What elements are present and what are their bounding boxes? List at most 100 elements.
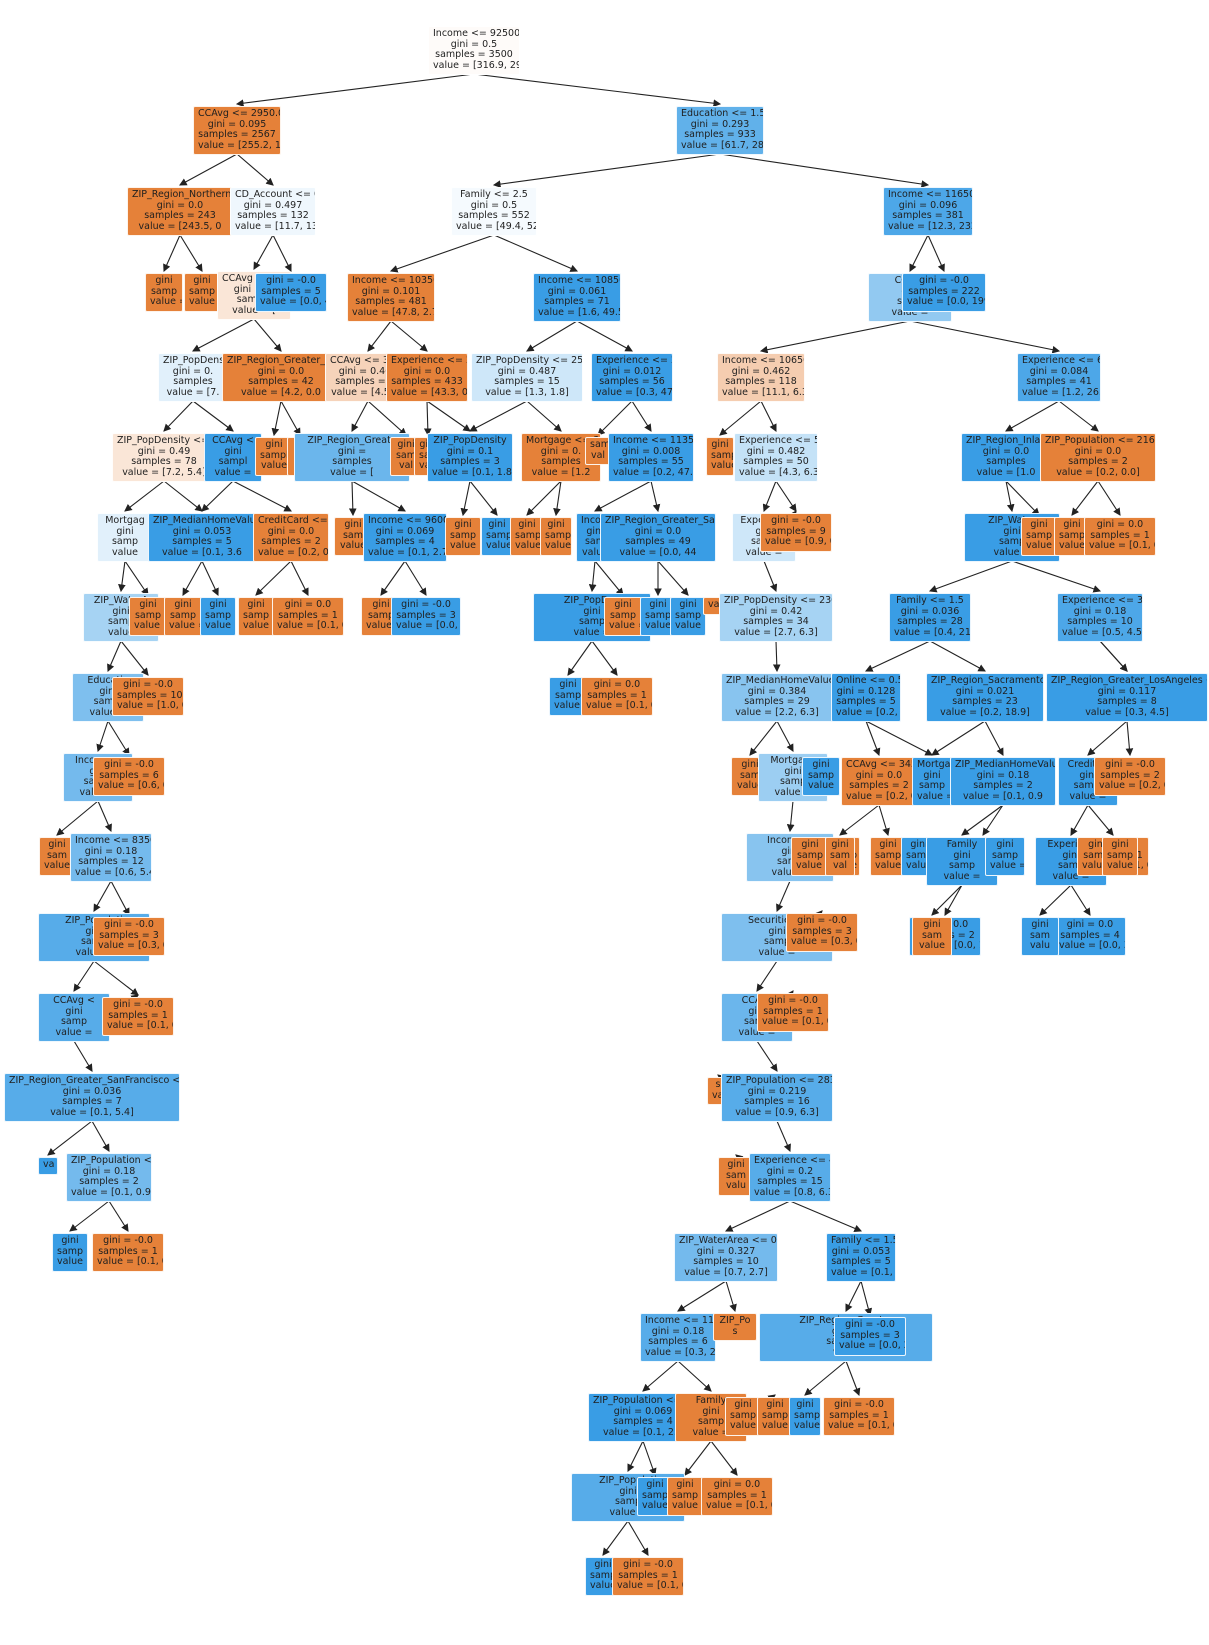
tree-edge (759, 320, 911, 354)
node-line: samples = 222 (908, 285, 980, 297)
node-line: samples = 3500 (435, 49, 513, 60)
node-line: gini (646, 1479, 664, 1490)
tree-edge (927, 234, 945, 273)
tree-edge (492, 153, 721, 188)
node-line: gini (193, 275, 211, 286)
node-line: gini (812, 759, 830, 770)
tree-edge (772, 640, 781, 673)
node-line: samples = 1 (618, 1569, 678, 1581)
node-line: s (732, 1325, 738, 1337)
node-line: value = [4.5, 2. (331, 386, 405, 398)
node-line: samples = 16 (744, 1096, 810, 1107)
node-line: gini = 0.036 (62, 1085, 122, 1097)
node-line: gini = 0.0 (1066, 919, 1114, 930)
node-line: gini = -0.0 (401, 599, 451, 610)
node-line: value (1107, 860, 1133, 871)
node-line: gini (766, 1399, 784, 1410)
node-line: samples = 56 (599, 376, 665, 387)
node-line: samples = 433 (391, 376, 463, 387)
node-line: gini = 0.293 (690, 118, 750, 130)
tree-edge (763, 560, 778, 593)
node-line: value = [0.4, 21.6] (894, 626, 971, 638)
node-line: samples = 5 (261, 285, 321, 297)
node-line: gini (619, 1485, 637, 1497)
tree-edge (526, 320, 578, 352)
tree-edge (929, 640, 986, 672)
tree-edge (642, 1360, 679, 1392)
node-line: gini = 0.487 (497, 365, 557, 377)
node-line: samples = 132 (237, 210, 309, 221)
node-line: samples = 2567 (198, 129, 276, 140)
tree-edge (588, 560, 597, 593)
node-line: value = (515, 540, 543, 551)
tree-edge (909, 320, 1061, 354)
node-line: value = [0.9, 6.3] (735, 1106, 819, 1118)
node-line: Experience <= 24 (391, 355, 467, 366)
node-line: gini (910, 839, 928, 850)
node-line: Income <= 83500.0 (75, 835, 151, 846)
tree-edge (594, 480, 652, 512)
tree-edge (235, 73, 475, 107)
node-line: samples = 3 (840, 1329, 900, 1341)
node-line: samples (541, 456, 581, 467)
node-line: value = [61.7, 284.4] (681, 139, 764, 151)
tree-edge (404, 560, 427, 596)
tree-edge (426, 400, 471, 432)
tree-edge (845, 1360, 861, 1397)
node-line: sam (739, 769, 761, 781)
node-line: samp (614, 1496, 642, 1507)
node-line: gini (741, 759, 759, 770)
tree-edge (1099, 640, 1128, 672)
node-line: Family <= 2.5 (460, 189, 528, 200)
node-line: value = (189, 296, 219, 307)
node-line: value = [0.1, 0.0] (828, 1420, 894, 1431)
node-line: gini = 0.069 (375, 525, 435, 537)
node-line: valu (1029, 940, 1051, 951)
node-line: samp (998, 536, 1026, 547)
node-line: gini (65, 1005, 83, 1017)
node-line: Experience <= 26.0 (596, 355, 672, 366)
node-line: Income <= 116500.0 (888, 189, 972, 200)
node-line: value = (917, 790, 952, 802)
node-line: value = (205, 620, 235, 631)
tree-edge (627, 1520, 649, 1556)
tree-edge (756, 960, 778, 992)
node-line: Mortgage <= 3 (526, 435, 600, 446)
node-line: gini (879, 839, 897, 850)
node-line: gini (48, 839, 66, 850)
node-line: gini (488, 519, 506, 530)
node-line: value = [0.1, 0.0] (586, 700, 652, 711)
node-line: valu (725, 1180, 747, 1191)
tree-edge (367, 320, 392, 352)
node-line: ZIP_Region_Inland (966, 435, 1051, 446)
node-line: Experience <= 57.5 (739, 435, 817, 446)
tree-edge (351, 400, 369, 432)
tree-edge (567, 640, 593, 676)
node-line: samp (1107, 849, 1134, 861)
node-line: ZIP_Population <= 25 (593, 1395, 697, 1406)
node-line: samples = 1 (587, 689, 647, 701)
node-line: samples = 243 (144, 210, 216, 221)
node-line: gini (454, 519, 472, 530)
node-line: gini = 0.053 (172, 525, 232, 537)
node-line: samples = 5 (831, 1256, 891, 1267)
node-line: value = [0.2, 47.7] (613, 466, 694, 478)
node-line: value (44, 860, 70, 871)
node-line: gini = 0.327 (696, 1245, 756, 1257)
node-line: samples = 933 (684, 129, 756, 140)
node-line: samples = 41 (1026, 376, 1092, 387)
